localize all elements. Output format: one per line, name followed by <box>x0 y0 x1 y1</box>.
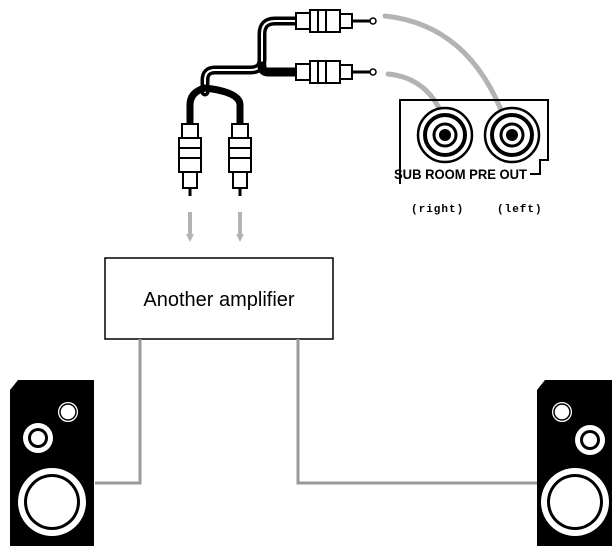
rca-plug-right <box>228 123 252 196</box>
jack-panel: SUB ROOM PRE OUT (right) (left) <box>394 99 549 216</box>
rca-cable <box>186 16 303 130</box>
amplifier-box: Another amplifier <box>104 257 334 340</box>
rca-plug-upper <box>295 9 377 33</box>
speaker-wire-left <box>95 339 142 485</box>
speaker-wire-right <box>296 339 537 485</box>
right-channel-label: (right) <box>411 204 464 216</box>
jack-right <box>416 106 474 164</box>
amplifier-label: Another amplifier <box>143 289 295 311</box>
arrows-to-amplifier <box>186 212 244 242</box>
speaker-wires <box>95 339 537 485</box>
speaker-left <box>10 380 94 546</box>
rca-plug-left <box>178 123 202 196</box>
jack-left <box>483 106 541 164</box>
jack-panel-label: SUB ROOM PRE OUT <box>394 166 527 182</box>
arrow-to-left-jack <box>382 13 508 124</box>
left-channel-label: (left) <box>497 204 543 216</box>
arrows-to-jacks <box>382 13 508 126</box>
rca-plug-lower <box>295 60 377 84</box>
speaker-right <box>537 380 612 546</box>
